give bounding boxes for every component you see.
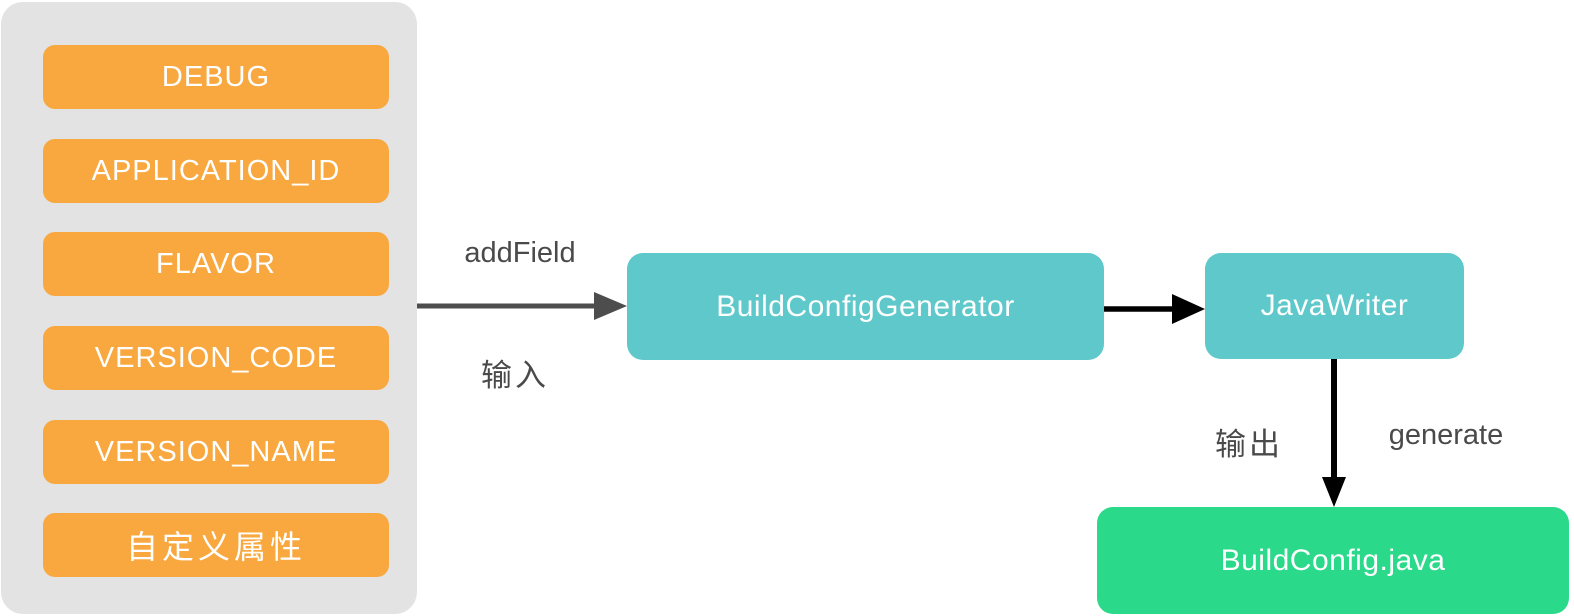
field-item-custom-attrs: 自定义属性: [43, 513, 389, 577]
field-item-application-id: APPLICATION_ID: [43, 139, 389, 203]
field-item-debug: DEBUG: [43, 45, 389, 109]
field-item-version-code: VERSION_CODE: [43, 326, 389, 390]
config-fields-panel: DEBUG APPLICATION_ID FLAVOR VERSION_CODE…: [1, 2, 417, 614]
input-role-label: 输入: [481, 358, 549, 393]
output-role-label: 输出: [1215, 427, 1283, 462]
generate-method-label: generate: [1388, 419, 1504, 451]
generator-to-writer-arrow: [1104, 294, 1205, 324]
node-buildconfig-java: BuildConfig.java: [1097, 507, 1569, 614]
addfield-method-label: addField: [464, 237, 576, 269]
field-item-flavor: FLAVOR: [43, 232, 389, 296]
field-item-version-name: VERSION_NAME: [43, 420, 389, 484]
writer-to-output-arrow: [1322, 359, 1346, 507]
addfield-arrow: [417, 292, 627, 320]
node-javawriter: JavaWriter: [1205, 253, 1464, 359]
node-buildconfiggenerator: BuildConfigGenerator: [627, 253, 1104, 360]
